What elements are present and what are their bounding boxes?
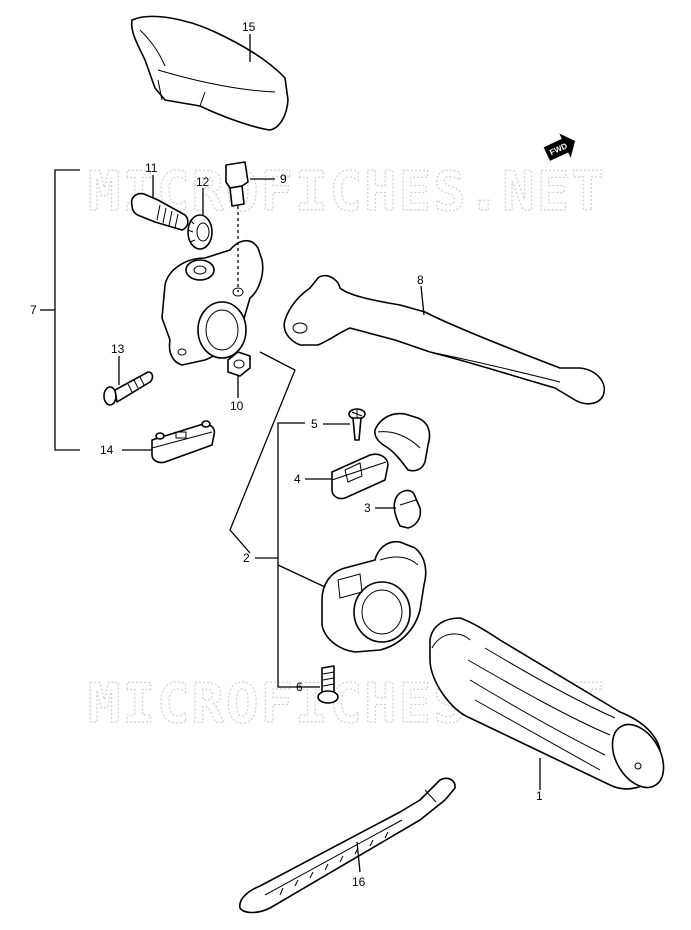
switch-4-part: [331, 453, 389, 500]
locknut-part: [187, 214, 213, 250]
switch-3-part: [393, 489, 422, 529]
adjuster-bolt-part: [130, 192, 189, 231]
callout-13: 13: [111, 342, 125, 356]
screw-6-part: [317, 665, 339, 704]
cable-tie-part: [239, 777, 456, 914]
fwd-arrow-icon: FWD: [543, 133, 576, 161]
lever-cover-part: [130, 15, 289, 131]
screw-5-part: [348, 408, 366, 441]
callout-9: 9: [280, 172, 287, 186]
group-bracket-2: [277, 422, 305, 688]
callout-10: 10: [230, 399, 244, 413]
callout-5: 5: [311, 417, 318, 431]
group-bracket-7: [54, 169, 80, 451]
callout-4: 4: [294, 472, 301, 486]
lever-part: [283, 274, 605, 405]
screw-13-part: [103, 371, 154, 406]
callout-3: 3: [364, 501, 371, 515]
grip-part: [429, 617, 665, 790]
callout-15: 15: [242, 20, 256, 34]
callout-2: 2: [243, 551, 250, 565]
callout-16: 16: [352, 875, 366, 889]
housing-lower-part: [321, 540, 427, 653]
housing-upper-part: [374, 412, 431, 472]
pivot-bolt-part: [225, 161, 249, 292]
callout-7: 7: [30, 303, 37, 317]
lever-holder-part: [161, 239, 264, 366]
nut-10-part: [227, 351, 251, 377]
callout-1: 1: [536, 789, 543, 803]
callout-6: 6: [296, 680, 303, 694]
switch-plate-part: [151, 420, 216, 464]
callout-11: 11: [145, 161, 158, 175]
callout-12: 12: [196, 175, 210, 189]
callout-14: 14: [100, 443, 114, 457]
callout-8: 8: [417, 273, 424, 287]
